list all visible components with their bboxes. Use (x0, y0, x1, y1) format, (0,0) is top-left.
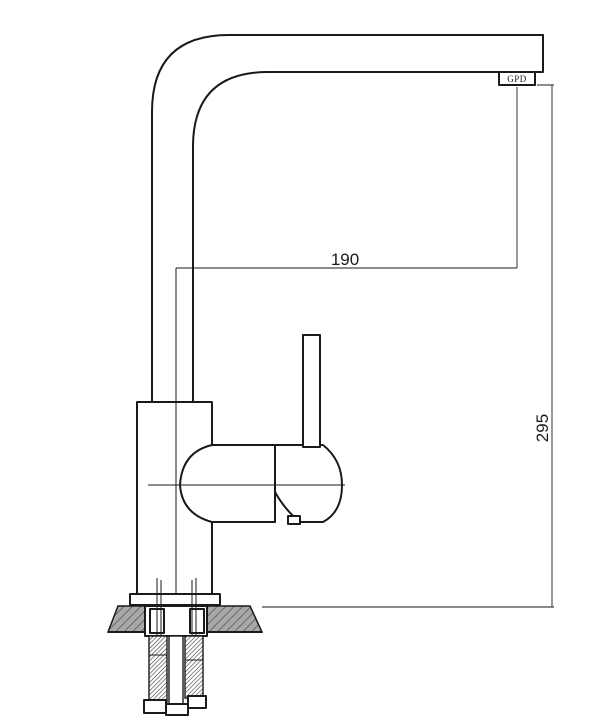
supply-hoses (143, 635, 207, 716)
hose-nut-left (143, 699, 167, 714)
dimension-height: 295 (262, 84, 554, 608)
brand-logo-text: GPD (507, 74, 527, 84)
lever-handle (302, 334, 321, 448)
dimension-reach: 190 (176, 87, 518, 269)
handle-housing (179, 444, 343, 525)
dimension-reach-label: 190 (331, 250, 359, 269)
handle-screw (287, 515, 301, 525)
hose-nut-right (187, 695, 207, 709)
base-flange (129, 593, 221, 606)
aerator-outlet (498, 71, 536, 86)
dimension-height-label: 295 (533, 414, 552, 442)
spout: GPD (151, 34, 544, 403)
hose-nut-center (165, 703, 189, 716)
